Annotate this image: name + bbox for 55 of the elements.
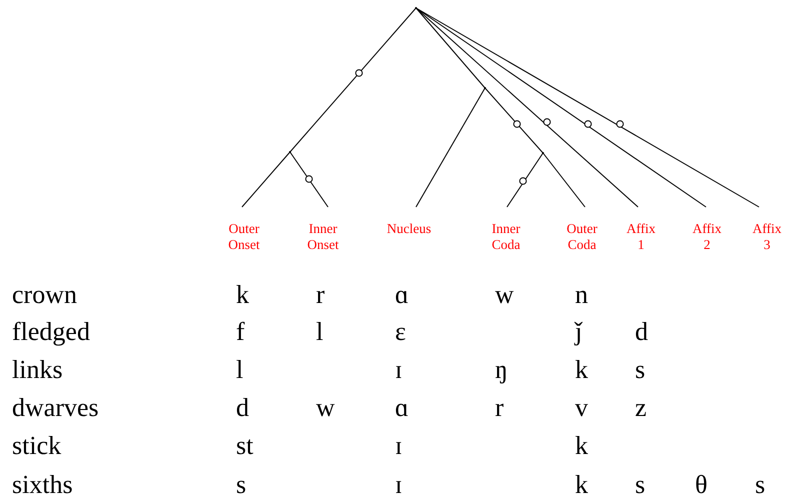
tree-branch: [242, 152, 290, 208]
tree-branch: [484, 88, 544, 154]
phoneme-label: k: [575, 470, 588, 500]
phoneme-label: ǰ: [575, 317, 582, 347]
tree-branch: [416, 8, 760, 208]
phoneme-label: l: [316, 317, 324, 347]
tree-branch: [290, 8, 416, 152]
phoneme-label: s: [755, 470, 766, 500]
phoneme-label: ɪ: [395, 355, 402, 385]
phoneme-label: s: [635, 470, 646, 500]
phoneme-label: ɪ: [395, 470, 402, 500]
word-label: crown: [12, 280, 77, 310]
phoneme-label: ɪ: [395, 431, 402, 461]
phoneme-label: ɑ: [395, 393, 409, 423]
phoneme-label: r: [316, 280, 325, 310]
category-label: Affix 3: [752, 207, 782, 253]
phoneme-label: d: [236, 393, 249, 423]
phoneme-label: n: [575, 280, 588, 310]
phoneme-label: θ: [695, 470, 708, 500]
word-label: fledged: [12, 317, 90, 347]
category-label: Affix 2: [692, 207, 722, 253]
word-label: stick: [12, 431, 62, 461]
tree-branch: [506, 152, 544, 208]
phoneme-label: ɑ: [395, 280, 409, 310]
phoneme-label: k: [575, 355, 588, 385]
phoneme-label: f: [236, 317, 245, 347]
category-label: Inner Onset: [307, 207, 339, 253]
tree-branch: [416, 88, 486, 208]
phoneme-label: ɛ: [395, 317, 406, 347]
phoneme-label: l: [236, 355, 244, 385]
tree-branch: [290, 152, 328, 208]
phoneme-label: w: [495, 280, 514, 310]
phoneme-label: s: [635, 355, 646, 385]
phoneme-label: r: [495, 393, 504, 423]
category-label: Outer Onset: [228, 207, 260, 253]
phoneme-label: k: [236, 280, 249, 310]
tree-branch: [416, 8, 638, 208]
phoneme-label: z: [635, 393, 647, 423]
phoneme-label: ŋ: [495, 355, 508, 385]
phoneme-label: st: [236, 431, 254, 461]
category-label: Nucleus: [386, 207, 432, 237]
tree-branch: [542, 152, 586, 208]
category-label: Inner Coda: [492, 207, 520, 253]
phoneme-label: d: [635, 317, 648, 347]
tree-branch: [416, 8, 486, 88]
tree-branch: [416, 8, 706, 208]
category-label: Outer Coda: [566, 207, 598, 253]
word-label: sixths: [12, 470, 73, 500]
phoneme-label: k: [575, 431, 588, 461]
phoneme-label: w: [316, 393, 335, 423]
word-label: dwarves: [12, 393, 99, 423]
phoneme-label: v: [575, 393, 588, 423]
word-label: links: [12, 355, 63, 385]
category-label: Affix 1: [626, 207, 656, 253]
phoneme-label: s: [236, 470, 246, 500]
